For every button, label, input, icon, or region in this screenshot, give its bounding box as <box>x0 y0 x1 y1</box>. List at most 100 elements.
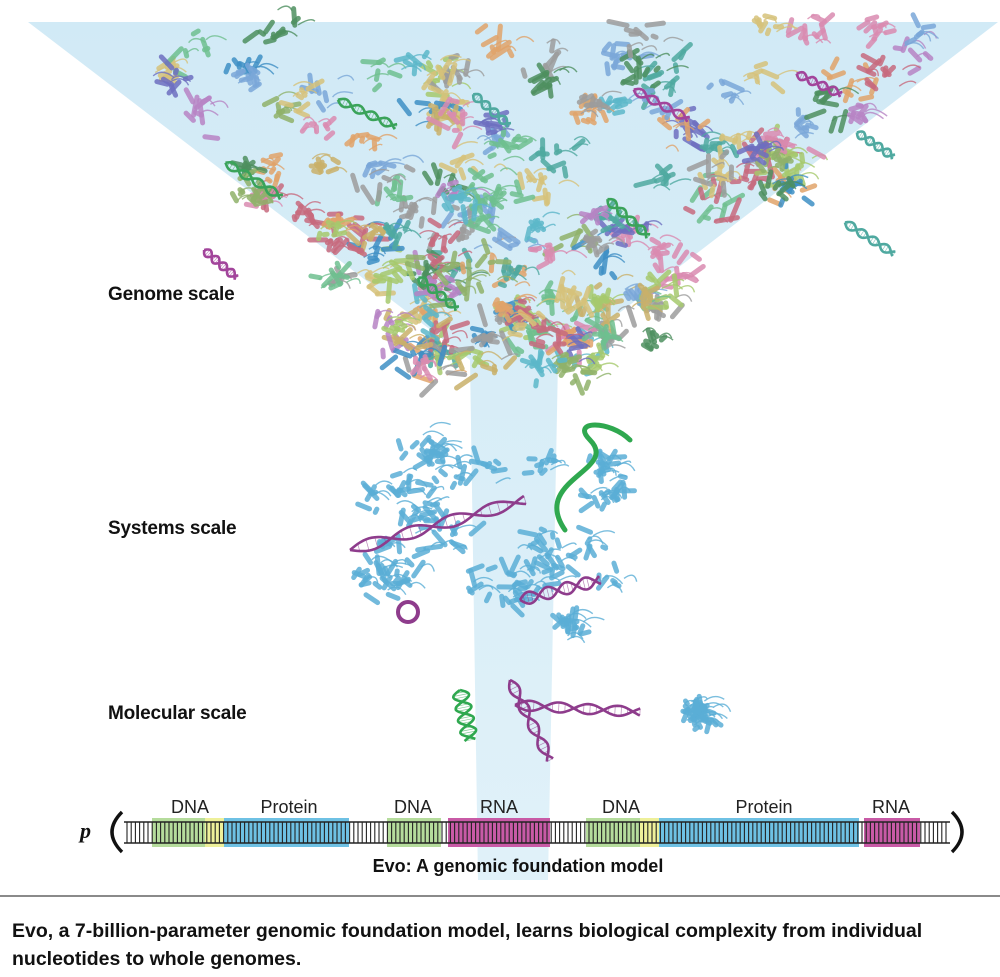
rna-strand-molecular <box>507 678 554 762</box>
segment-label-dna-2: DNA <box>393 797 433 817</box>
segment-label-rna-1: RNA <box>479 797 519 817</box>
protein-structure <box>381 316 421 336</box>
protein-structure <box>470 303 519 361</box>
sequence-segment-dna-overlap <box>640 818 659 847</box>
protein-structure <box>904 12 940 50</box>
protein-structure <box>308 153 348 175</box>
rna-loop <box>396 600 420 624</box>
protein-structure <box>647 234 684 274</box>
protein-structure <box>485 554 542 588</box>
protein-structure <box>528 318 585 356</box>
protein-structure <box>576 90 622 118</box>
protein-structure <box>362 154 425 180</box>
segment-label-protein-1: Protein <box>260 797 318 817</box>
protein-structure <box>440 184 493 225</box>
protein-structure <box>355 480 401 515</box>
protein-structure <box>449 238 519 302</box>
protein-structure <box>804 85 860 134</box>
protein-structure <box>706 78 752 106</box>
protein-structure <box>473 227 547 251</box>
protein-structure <box>517 526 559 554</box>
molecular-scale-label: Molecular scale <box>108 703 247 724</box>
protein-structure <box>821 56 879 104</box>
protein-structure <box>680 698 717 726</box>
protein-structure <box>527 62 578 99</box>
nucleic-acid-helix <box>417 276 460 312</box>
rna-helix-systems <box>349 494 527 553</box>
protein-structure <box>595 560 638 593</box>
protein-structure <box>393 49 432 77</box>
nucleic-acid-helix <box>471 92 512 128</box>
nucleic-acid-helix <box>606 197 651 239</box>
protein-structure <box>426 96 483 150</box>
rna-strand-molecular <box>514 699 641 718</box>
protein-structure <box>793 107 819 139</box>
protein-structure <box>465 563 501 604</box>
protein-structure <box>230 62 262 93</box>
nucleic-acid-helix <box>632 87 691 123</box>
sequence-segment-rna <box>448 818 550 847</box>
protein-structure <box>183 87 229 141</box>
protein-structure <box>517 168 580 207</box>
protein-structure <box>404 254 461 286</box>
protein-structure <box>351 560 413 606</box>
protein-structure <box>785 12 836 46</box>
protein-structure <box>492 293 538 323</box>
genome-sequence-strip <box>110 810 964 854</box>
protein-structure <box>588 284 631 312</box>
protein-structure <box>410 354 439 382</box>
protein-structure <box>438 141 508 181</box>
segment-label-dna-3: DNA <box>601 797 641 817</box>
genome-scale-structures <box>152 5 940 398</box>
nucleic-acid-helix <box>855 130 896 160</box>
protein-structure <box>379 562 426 601</box>
protein-structure <box>360 57 407 93</box>
caption-divider <box>0 895 1000 897</box>
protein-structure <box>307 222 367 257</box>
protein-structure <box>736 131 785 166</box>
protein-structure <box>521 447 570 476</box>
protein-structure <box>606 18 684 59</box>
protein-structure <box>483 126 537 162</box>
protein-structure <box>581 228 626 258</box>
protein-structure <box>528 136 591 179</box>
protein-structure <box>453 445 511 487</box>
nucleic-acid-helix <box>336 97 398 130</box>
protein-structure <box>308 260 361 291</box>
protein-structure <box>604 473 637 503</box>
protein-structure <box>718 130 760 151</box>
protein-structure <box>846 102 888 125</box>
protein-structure <box>278 78 325 119</box>
protein-structure <box>454 350 518 391</box>
protein-structure <box>527 242 588 270</box>
protein-structure <box>524 211 561 244</box>
protein-structure <box>686 149 759 198</box>
protein-structure <box>578 205 613 226</box>
protein-structure <box>350 164 416 205</box>
protein-structure <box>242 5 316 45</box>
systems-scale-label: Systems scale <box>108 518 237 539</box>
protein-structure <box>316 219 357 242</box>
sequence-segment-rna <box>864 818 920 847</box>
protein-structure <box>742 60 799 95</box>
protein-structure <box>640 327 674 352</box>
protein-structure <box>345 222 386 256</box>
model-title: Evo: A genomic foundation model <box>372 856 664 876</box>
close-paren <box>950 810 964 854</box>
sequence-segment-protein <box>659 818 859 847</box>
protein-structure <box>430 454 472 492</box>
nucleic-acid-helix <box>795 70 843 98</box>
molecular-scale-structures <box>451 678 732 762</box>
evo-scale-illustration <box>28 5 998 880</box>
segment-label-rna-2: RNA <box>871 797 911 817</box>
nucleic-acid-helix <box>202 248 239 280</box>
protein-structure <box>538 269 595 318</box>
protein-structure <box>581 315 624 351</box>
dna-double-helix <box>451 688 478 743</box>
protein-structure <box>519 348 568 389</box>
protein-structure <box>558 354 612 396</box>
protein-structure <box>633 163 692 191</box>
protein-structure <box>404 528 446 579</box>
protein-structure <box>576 524 616 561</box>
protein-structure <box>757 169 806 202</box>
